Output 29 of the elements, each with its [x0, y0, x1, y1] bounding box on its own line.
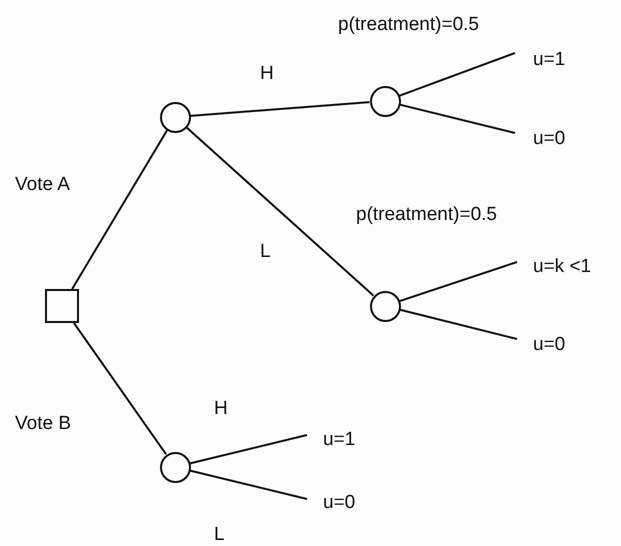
branch-line: [190, 101, 370, 117]
branch-line: [73, 322, 167, 455]
payoff-label: u=0: [533, 128, 566, 150]
edge-label: Vote B: [15, 413, 71, 435]
payoff-label: u=0: [323, 492, 356, 514]
edge-label: L: [260, 241, 271, 263]
edge-label: H: [260, 63, 274, 85]
branch-line: [190, 470, 308, 500]
payoff-label: u=0: [533, 334, 566, 356]
branch-line: [399, 261, 518, 302]
probability-label: p(treatment)=0.5: [356, 204, 497, 226]
branch-line: [71, 130, 168, 290]
probability-label: p(treatment)=0.5: [338, 14, 479, 36]
payoff-label: u=1: [533, 49, 566, 71]
chance-node-circle: [370, 86, 400, 116]
chance-node-circle: [160, 102, 190, 132]
edge-label: Vote A: [15, 174, 70, 196]
edge-label: L: [214, 524, 225, 546]
edge-label: H: [214, 398, 228, 420]
branch-line: [400, 308, 518, 340]
chance-node-circle: [160, 452, 190, 482]
decision-node-square: [45, 289, 79, 323]
branch-line: [190, 434, 308, 464]
payoff-label: u=1: [323, 429, 356, 451]
branch-line: [400, 104, 516, 134]
branch-line: [186, 126, 374, 296]
chance-node-circle: [370, 290, 400, 322]
branch-line: [399, 52, 516, 97]
payoff-label: u=k <1: [533, 256, 592, 278]
